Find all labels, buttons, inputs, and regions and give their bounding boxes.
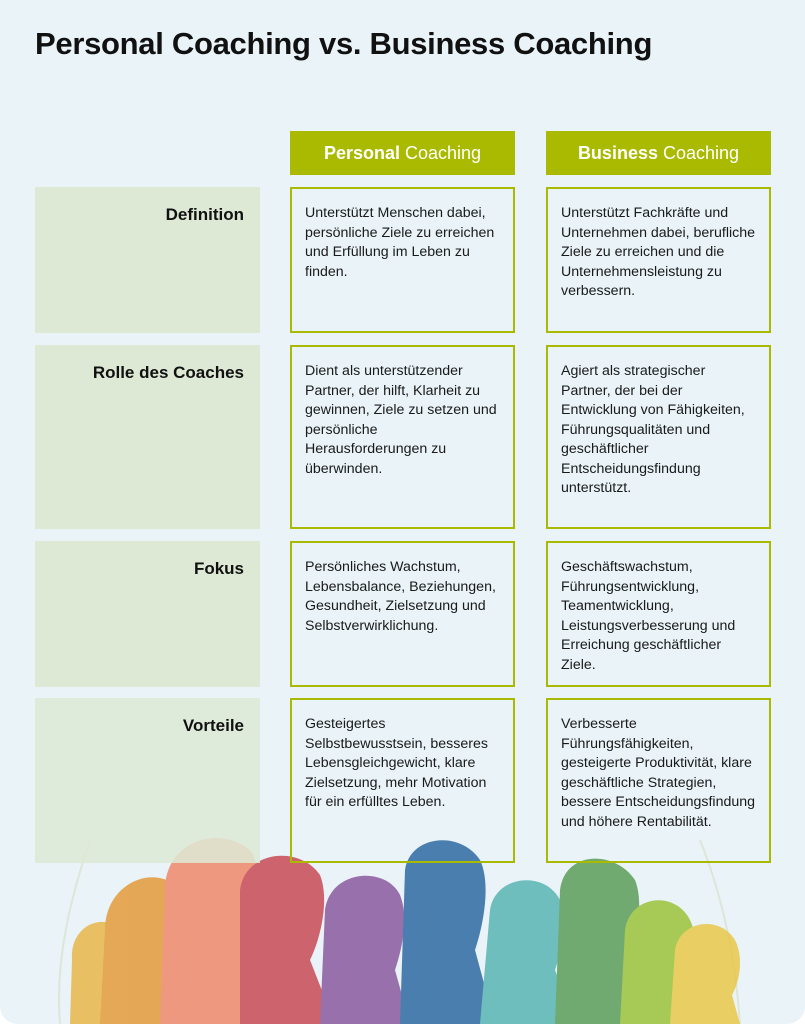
personal-focus: Persönliches Wachstum, Lebensbalance, Be… bbox=[290, 541, 515, 687]
business-definition: Unterstützt Fachkräfte und Unternehmen d… bbox=[546, 187, 771, 333]
personal-benefits: Gesteigertes Selbstbewusstsein, besseres… bbox=[290, 698, 515, 863]
page-title: Personal Coaching vs. Business Coaching bbox=[35, 26, 653, 61]
row-label-definition: Definition bbox=[35, 187, 260, 333]
business-focus: Geschäftswachstum, Führungsentwicklung, … bbox=[546, 541, 771, 687]
header-rest: Coaching bbox=[404, 142, 482, 163]
header-bold: Business bbox=[577, 142, 658, 163]
header-bold: Personal bbox=[323, 142, 400, 163]
people-silhouettes-illustration bbox=[58, 838, 741, 1024]
silhouettes bbox=[70, 838, 741, 1024]
business-benefits: Verbesserte Führungsfähigkeiten, gesteig… bbox=[546, 698, 771, 863]
personal-definition: Unterstützt Menschen dabei, persönliche … bbox=[290, 187, 515, 333]
header-rest: Coaching bbox=[662, 142, 740, 163]
personal-role: Dient als unterstützender Partner, der h… bbox=[290, 345, 515, 529]
row-label-benefits: Vorteile bbox=[35, 698, 260, 863]
business-role: Agiert als strategischer Partner, der be… bbox=[546, 345, 771, 529]
row-label-role: Rolle des Coaches bbox=[35, 345, 260, 529]
row-label-focus: Fokus bbox=[35, 541, 260, 687]
